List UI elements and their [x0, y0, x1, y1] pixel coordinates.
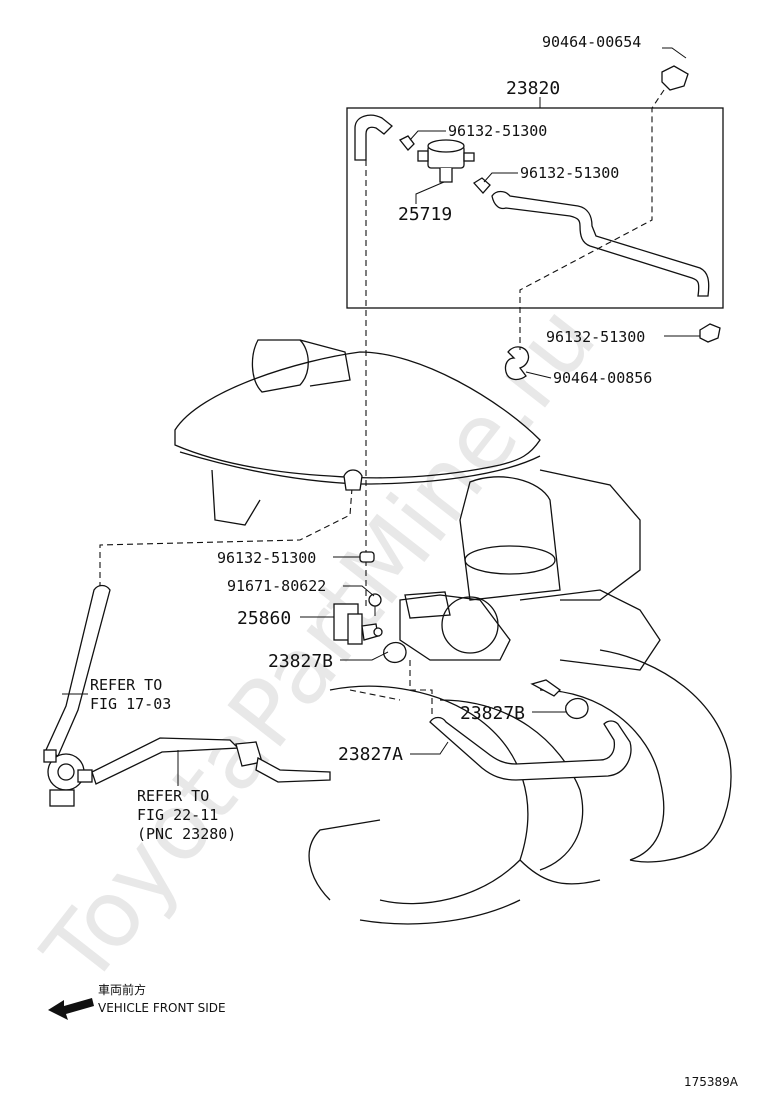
- vsv-valve-25719[interactable]: [417, 139, 475, 183]
- hose-23827a[interactable]: [429, 716, 632, 781]
- callout-23820: 23820: [506, 78, 560, 99]
- callout-91671-80622: 91671-80622: [227, 577, 326, 595]
- hose-left-vertical: [45, 584, 111, 757]
- clip-90464-00856[interactable]: [504, 346, 530, 381]
- canister-assembly: [43, 737, 331, 807]
- front-side-japanese: 車両前方: [98, 982, 146, 997]
- clamp-23827b-1[interactable]: [383, 641, 407, 664]
- callout-90464-00654: 90464-00654: [542, 33, 641, 51]
- front-side-english: VEHICLE FRONT SIDE: [98, 1001, 226, 1015]
- refer-fig-22-11-line2: FIG 22-11: [137, 806, 218, 824]
- kit-23820-box: [346, 97, 724, 309]
- front-side-indicator: 車両前方 VEHICLE FRONT SIDE: [48, 982, 226, 1020]
- callout-96132-a: 96132-51300: [448, 122, 547, 140]
- figure-id: 175389A: [684, 1075, 739, 1089]
- callout-23827b-1: 23827B: [268, 651, 333, 672]
- callout-25860: 25860: [237, 608, 291, 629]
- engine-illustration: [174, 339, 732, 925]
- callout-96132-c: 96132-51300: [546, 328, 645, 346]
- callout-23827b-2: 23827B: [460, 703, 525, 724]
- refer-fig-17-03-line1: REFER TO: [90, 676, 162, 694]
- callout-25719: 25719: [398, 204, 452, 225]
- callout-23827a: 23827A: [338, 744, 403, 765]
- refer-fig-17-03-line2: FIG 17-03: [90, 695, 171, 713]
- clip-96132-vsv[interactable]: [359, 551, 375, 563]
- clip-96132-right[interactable]: [699, 323, 721, 343]
- dashed-leaders: [99, 89, 665, 718]
- vsv-25860[interactable]: [333, 603, 383, 645]
- front-arrow-icon: [48, 998, 94, 1020]
- callout-96132-b: 96132-51300: [520, 164, 619, 182]
- callout-96132-d: 96132-51300: [217, 549, 316, 567]
- callout-90464-00856: 90464-00856: [553, 369, 652, 387]
- air-cleaner-nipple: [343, 469, 363, 491]
- clip-90464-00654[interactable]: [661, 65, 689, 91]
- refer-fig-22-11-line1: REFER TO: [137, 787, 209, 805]
- bolt-91671-80622[interactable]: [368, 593, 382, 616]
- watermark: ToyotaPartMine.ru: [22, 286, 616, 1004]
- clamp-23827b-2[interactable]: [565, 697, 589, 720]
- refer-fig-22-11-line3: (PNC 23280): [137, 825, 236, 843]
